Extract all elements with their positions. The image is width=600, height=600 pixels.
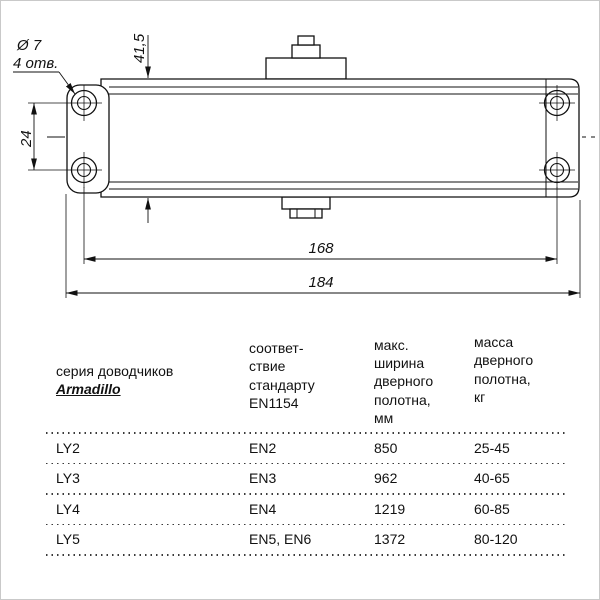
dotted-divider [46, 523, 566, 525]
dimension-lines [13, 35, 580, 296]
top-block [265, 57, 347, 80]
cell-max-width: 962 [374, 470, 398, 487]
mounting-holes [66, 85, 575, 188]
dotted-divider [46, 493, 566, 495]
dotted-divider [46, 462, 566, 464]
cell-standard: EN4 [249, 500, 277, 517]
table-row: LY4 EN4 1219 60-85 [46, 495, 566, 524]
header-standard: соответ- ствие стандарту EN1154 [249, 340, 315, 411]
table-row: LY3 EN3 962 40-65 [46, 464, 566, 493]
cell-mass: 40-65 [474, 470, 510, 487]
dim-label-hole-diameter: Ø 7 [16, 37, 42, 54]
header-series: серия доводчиков Armadillo [46, 362, 249, 432]
cell-mass: 80-120 [474, 531, 518, 548]
table-header: серия доводчиков Armadillo соответ- стви… [46, 322, 566, 432]
dotted-divider [46, 554, 566, 556]
cell-mass: 60-85 [474, 500, 510, 517]
hole-bottom-right [539, 152, 575, 188]
closer-body [66, 35, 580, 219]
top-nub [297, 35, 315, 46]
bottom-block [281, 196, 331, 210]
table-row: LY5 EN5, EN6 1372 80-120 [46, 525, 566, 554]
door-closer-drawing: Ø 7 4 отв. 41,5 24 168 184 [13, 33, 595, 298]
cell-series: LY3 [56, 470, 80, 487]
cell-max-width: 850 [374, 439, 398, 456]
extension-lines [28, 102, 581, 298]
cell-standard: EN5, EN6 [249, 531, 312, 548]
leader-arrow [58, 71, 76, 95]
cell-standard: EN3 [249, 470, 277, 487]
cell-series: LY4 [56, 500, 80, 517]
main-body [100, 78, 580, 198]
header-mass: масса дверного полотна, кг [474, 334, 534, 405]
hole-top-right [539, 85, 575, 121]
dim-label-hole-spacing-vertical: 24 [18, 130, 35, 148]
cell-max-width: 1372 [374, 531, 406, 548]
body-detail-lines [109, 79, 578, 218]
header-series-brand: Armadillo [56, 380, 121, 397]
cell-standard: EN2 [249, 439, 277, 456]
header-series-label: серия доводчиков [56, 362, 174, 379]
cell-max-width: 1219 [374, 500, 406, 517]
dim-label-hole-count: 4 отв. [13, 55, 58, 72]
dotted-divider [46, 432, 566, 434]
hole-top-left [66, 85, 102, 121]
dim-label-body-height: 41,5 [131, 33, 148, 63]
cell-series: LY2 [56, 439, 80, 456]
left-mounting-plate [66, 84, 110, 194]
spec-table: серия доводчиков Armadillo соответ- стви… [46, 322, 566, 556]
dim-label-overall-length: 184 [308, 274, 333, 291]
dim-label-hole-spacing-horizontal: 168 [308, 240, 334, 257]
top-cap [291, 44, 321, 59]
header-max-width: макс. ширина дверного полотна, мм [374, 337, 434, 426]
cell-series: LY5 [56, 531, 80, 548]
table-row: LY2 EN2 850 25-45 [46, 434, 566, 463]
hole-bottom-left [66, 152, 102, 188]
bottom-step [289, 208, 323, 219]
cell-mass: 25-45 [474, 439, 510, 456]
